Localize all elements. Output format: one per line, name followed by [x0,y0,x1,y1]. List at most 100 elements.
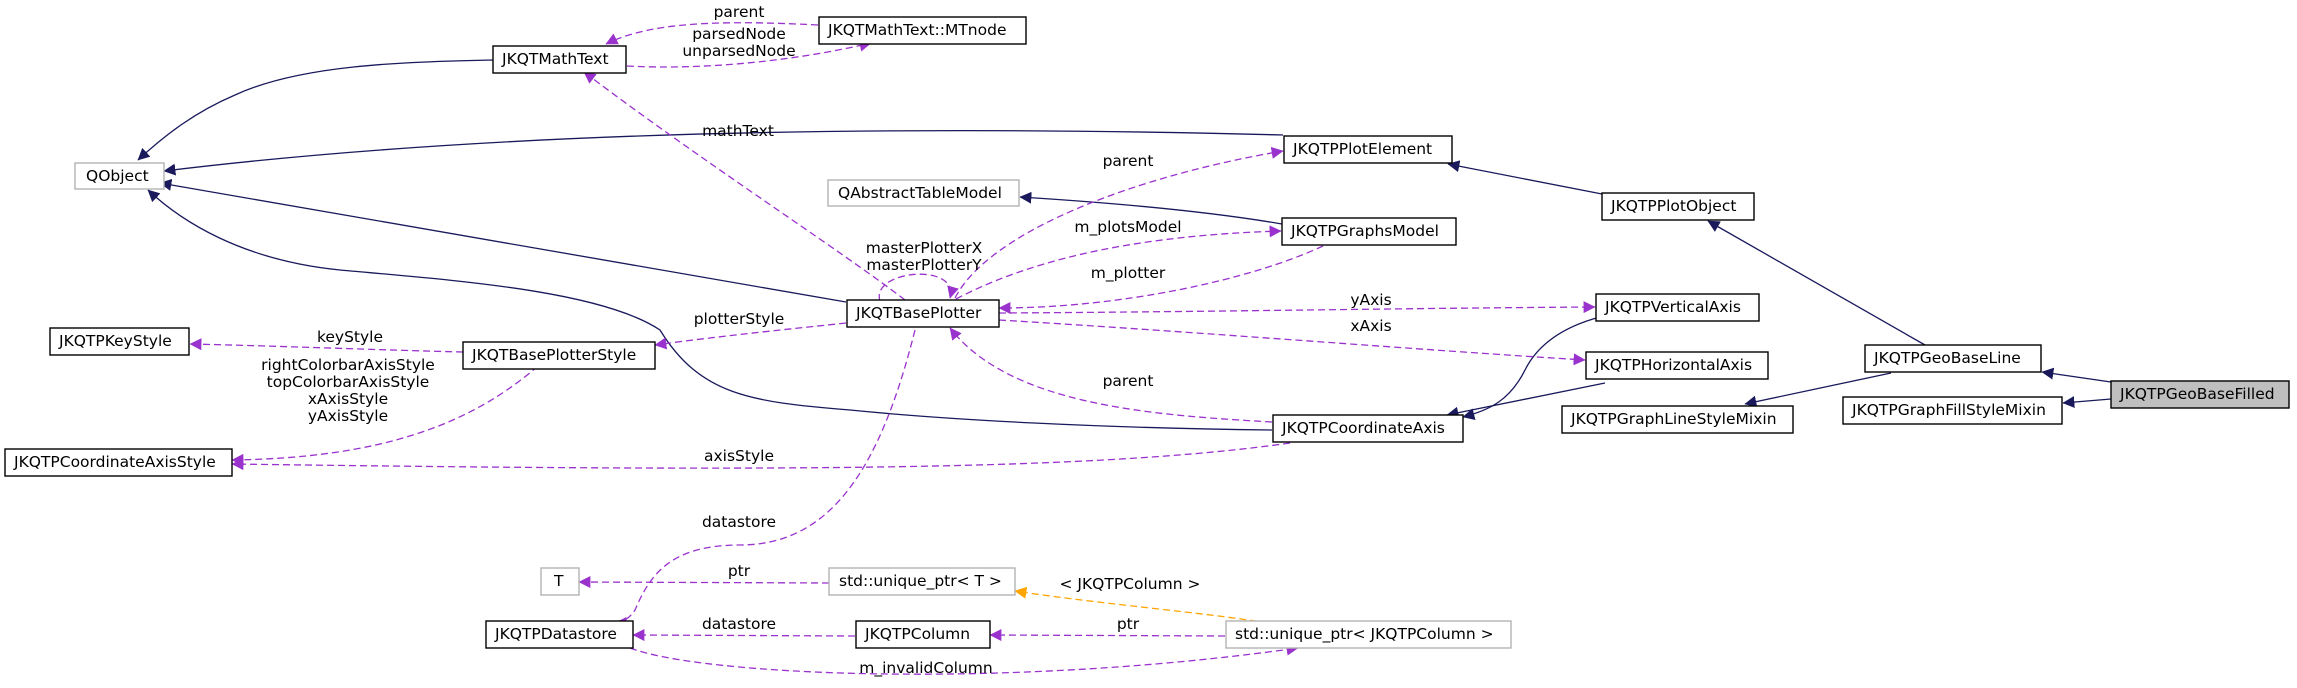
node-jkqtpcoordinateaxis[interactable]: JKQTPCoordinateAxis [1272,414,1464,443]
edge-label-datastore: datastore [702,513,776,531]
node-jkqtpplotobject[interactable]: JKQTPPlotObject [1601,192,1755,221]
node-jkqtpcolumn[interactable]: JKQTPColumn [855,620,991,649]
edge-label-m-plotsmodel: m_plotsModel [1074,218,1181,237]
node-jkqtphorizontalaxis[interactable]: JKQTPHorizontalAxis [1585,351,1769,380]
edge-mathtext-to-qobject [137,59,494,161]
edge-datastore-invalidcolumn-to-uniqueptrcolumn [629,643,1299,675]
edge-verticalaxis-to-coordinateaxis [1462,316,1601,420]
node-label: JKQTPGraphFillStyleMixin [1851,401,2046,419]
node-jkqtpcoordinateaxisstyle[interactable]: JKQTPCoordinateAxisStyle [4,448,233,477]
node-jkqtbaseplotterstyle[interactable]: JKQTBasePlotterStyle [462,341,656,370]
edge-mtnode-parent-to-mathtext [605,22,819,45]
edge-label-masterplotterx: masterPlotterX [866,239,983,257]
nodes: QObject JKQTMathText JKQTMathText::MTnod… [4,16,2290,649]
node-label: JKQTMathText::MTnode [827,21,1007,39]
edge-label-ptr: ptr [1117,615,1140,633]
node-t[interactable]: T [540,567,580,596]
edge-coordinateaxis-parent-to-baseplotter [949,327,1273,423]
node-label: std::unique_ptr< JKQTPColumn > [1235,625,1494,644]
edge-label-parent: parent [1103,152,1154,170]
node-label: QAbstractTableModel [838,184,1002,202]
edges [137,22,2112,675]
edge-label-masterplottery: masterPlotterY [866,256,982,274]
edge-label-parsednode: parsedNode [692,25,786,43]
node-std-unique-ptr-t[interactable]: std::unique_ptr< T > [828,567,1016,596]
node-label: std::unique_ptr< T > [839,572,1002,591]
edge-horizontalaxis-to-coordinateaxis [1446,382,1606,419]
edge-baseplotter-plotterstyle-to-baseplotterstyle [654,322,847,350]
edge-geobasefilled-to-graphfillstylemixin [2062,396,2112,409]
node-jkqtpgeobaseline[interactable]: JKQTPGeoBaseLine [1864,344,2042,373]
node-label: JKQTPKeyStyle [58,332,172,350]
edge-label-unparsednode: unparsedNode [682,42,795,60]
node-label: JKQTPGraphsModel [1290,222,1439,240]
node-label: JKQTBasePlotterStyle [471,346,636,364]
edge-graphsmodel-plotter-to-baseplotter [998,245,1324,314]
node-label: JKQTPCoordinateAxis [1281,419,1445,437]
node-label: T [553,572,564,590]
edge-label-ptr: ptr [728,562,751,580]
node-label: JKQTPHorizontalAxis [1594,356,1752,374]
edge-label-m-invalidcolumn: m_invalidColumn [859,659,992,678]
edge-graphsmodel-to-abstracttablemodel [1019,191,1283,225]
edge-baseplotter-mathtext-to-mathtext [583,71,906,301]
edge-baseplotterstyle-axisstyles-to-coordinateaxisstyle [231,365,539,466]
node-label: JKQTPDatastore [494,625,617,643]
node-qabstracttablemodel[interactable]: QAbstractTableModel [827,179,1020,207]
edge-label-mathtext: mathText [702,122,774,140]
edge-label-plotterstyle: plotterStyle [694,310,785,328]
edge-baseplotter-xaxis-to-horizontalaxis [998,319,1586,366]
node-jkqtpplotelement[interactable]: JKQTPPlotElement [1283,135,1453,164]
edge-baseplotter-yaxis-to-verticalaxis [998,301,1596,314]
edge-geobaseline-to-plotobject [1707,220,1926,346]
edge-baseplotter-masterplotter-self [878,273,959,302]
edge-label-yaxis: yAxis [1350,291,1391,309]
node-jkqtpkeystyle[interactable]: JKQTPKeyStyle [49,327,190,356]
edge-baseplotter-plotsmodel-to-graphsmodel [955,225,1282,300]
node-jkqtpgraphsmodel[interactable]: JKQTPGraphsModel [1281,217,1457,246]
edge-geobasefilled-to-geobaseline [2041,367,2112,383]
node-label: JKQTMathText [501,50,609,68]
edge-coordinateaxis-to-qobject [147,189,1273,431]
edge-label-template-arg: < JKQTPColumn > [1060,575,1201,593]
node-jkqtpgraphfillstylemixin[interactable]: JKQTPGraphFillStyleMixin [1842,396,2063,425]
node-std-unique-ptr-jkqtpcolumn[interactable]: std::unique_ptr< JKQTPColumn > [1225,620,1512,649]
edge-label-keystyle: keyStyle [317,328,383,346]
edge-mathtext-parsednode-to-mtnode [626,39,872,68]
edge-label-rightcolorbaraxisstyle: rightColorbarAxisStyle [261,356,435,374]
edge-column-datastore-to-datastore [632,629,856,642]
edge-template-uniqueptrcolumn-to-uniqueptr [1014,586,1269,624]
node-label: QObject [86,167,149,185]
node-label: JKQTBasePlotter [855,304,982,322]
edge-baseplotterstyle-keystyle-to-keystyle [189,338,464,353]
node-qobject[interactable]: QObject [74,162,165,190]
node-label: JKQTPGeoBaseFilled [2119,385,2275,403]
edge-label-parent: parent [1103,372,1154,390]
edge-label-parent: parent [714,3,765,21]
node-jkqtpgraphlinestylemixin[interactable]: JKQTPGraphLineStyleMixin [1561,405,1794,434]
edge-label-datastore: datastore [702,615,776,633]
node-label: JKQTPPlotElement [1292,140,1432,158]
edge-baseplotter-to-qobject [159,178,847,303]
node-label: JKQTPColumn [864,625,970,643]
node-jkqtpverticalaxis[interactable]: JKQTPVerticalAxis [1595,293,1760,322]
edge-uniqueptr-ptr-to-t [578,576,830,589]
edge-plotelement-to-qobject [163,129,1284,176]
node-label: JKQTPGraphLineStyleMixin [1570,410,1777,428]
edge-coordinateaxis-axisstyle-to-coordinateaxisstyle [231,442,1291,471]
edge-plotobject-to-plotelement [1447,160,1603,195]
node-jkqtmathtext-mtnode[interactable]: JKQTMathText::MTnode [818,16,1027,45]
edge-label-xaxisstyle: xAxisStyle [308,390,388,408]
node-jkqtbaseplotter[interactable]: JKQTBasePlotter [846,299,1000,328]
node-label: JKQTPGeoBaseLine [1873,349,2021,367]
node-jkqtpgeobasefilled[interactable]: JKQTPGeoBaseFilled [2110,380,2290,409]
node-jkqtpdatastore[interactable]: JKQTPDatastore [485,620,634,649]
edge-baseplotter-parent-to-plotelement [954,146,1284,299]
node-jkqtmathtext[interactable]: JKQTMathText [492,45,627,74]
edge-label-xaxis: xAxis [1350,317,1391,335]
edge-labels: parent parsedNode unparsedNode mathText … [261,3,1392,678]
edge-geobaseline-to-graphlinestylemixin [1744,372,1892,408]
edge-label-m-plotter: m_plotter [1091,264,1166,283]
node-label: JKQTPCoordinateAxisStyle [13,453,216,471]
